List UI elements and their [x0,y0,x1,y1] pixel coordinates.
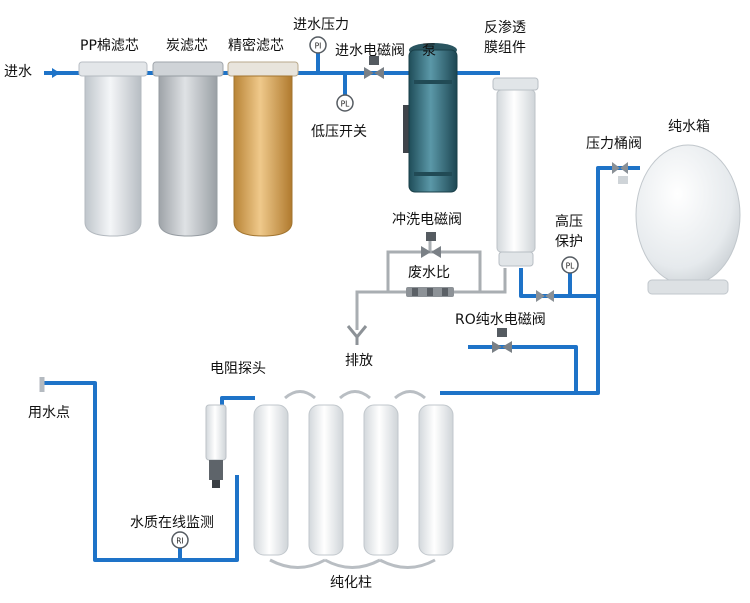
carbon-filter [152,61,224,237]
membrane-outlet-pipe [519,268,598,298]
label-inlet-valve: 进水电磁阀 [335,43,405,59]
label-pressure-tank: 压力桶阀 [586,136,642,152]
polishing-columns [253,404,454,556]
quality-monitor-gauge: RI [171,531,189,549]
flush-valve-icon [421,232,441,258]
column-connectors [269,390,436,569]
gauge-pl-label: PL [341,100,351,109]
label-ro-pure-valve: RO纯水电磁阀 [455,312,546,328]
ro-membrane [492,77,539,267]
label-carbon-filter: 炭滤芯 [166,38,208,54]
to-use-point-pipe [42,381,239,562]
gauge-pi-label: PI [315,42,322,51]
label-inlet-pressure: 进水压力 [293,17,349,33]
label-high-pressure-1: 高压 [555,214,583,230]
tank-to-ro-valve-pipe [576,296,600,395]
gauge-ri-label: RI [176,537,183,546]
label-pump: 泵 [422,43,436,59]
label-polishing-column: 纯化柱 [330,575,372,591]
label-inlet: 进水 [4,64,32,80]
pump [403,43,458,193]
pure-water-tank [618,144,741,295]
high-pressure-gauge: PL [561,256,579,274]
resistance-probe [205,404,227,488]
tank-valve-icon [612,162,628,174]
precision-filter [227,61,299,237]
label-resistance-probe: 电阻探头 [210,361,266,377]
low-pressure-gauge: PL [336,94,354,112]
label-ro-membrane-2: 膜组件 [484,40,526,56]
label-pure-water-tank: 纯水箱 [668,119,710,135]
column-to-probe-pipe [220,396,255,407]
inlet-arrow-icon [52,68,60,78]
inlet-pressure-gauge: PI [309,36,327,54]
to-tank-riser [596,166,640,296]
label-ro-membrane-1: 反渗透 [484,20,526,36]
label-quality-monitor: 水质在线监测 [130,515,214,531]
label-waste-ratio: 废水比 [408,265,450,281]
label-flush-valve: 冲洗电磁阀 [392,212,462,228]
ro-valve-pipe [468,345,578,393]
check-valve-icon [536,290,554,302]
label-pp-filter: PP棉滤芯 [80,38,139,54]
inlet-valve-icon [364,56,384,79]
label-high-pressure-2: 保护 [555,234,583,250]
pp-filter [78,61,148,237]
waste-ratio-restrictor [406,287,454,297]
drain-outlet-icon [346,325,368,345]
label-precision-filter: 精密滤芯 [228,38,284,54]
gauge-pl-high-label: PL [566,262,576,271]
label-low-pressure-switch: 低压开关 [311,124,367,140]
ro-pure-valve-icon [492,328,512,353]
label-drain: 排放 [345,353,373,369]
label-use-point: 用水点 [28,405,70,421]
